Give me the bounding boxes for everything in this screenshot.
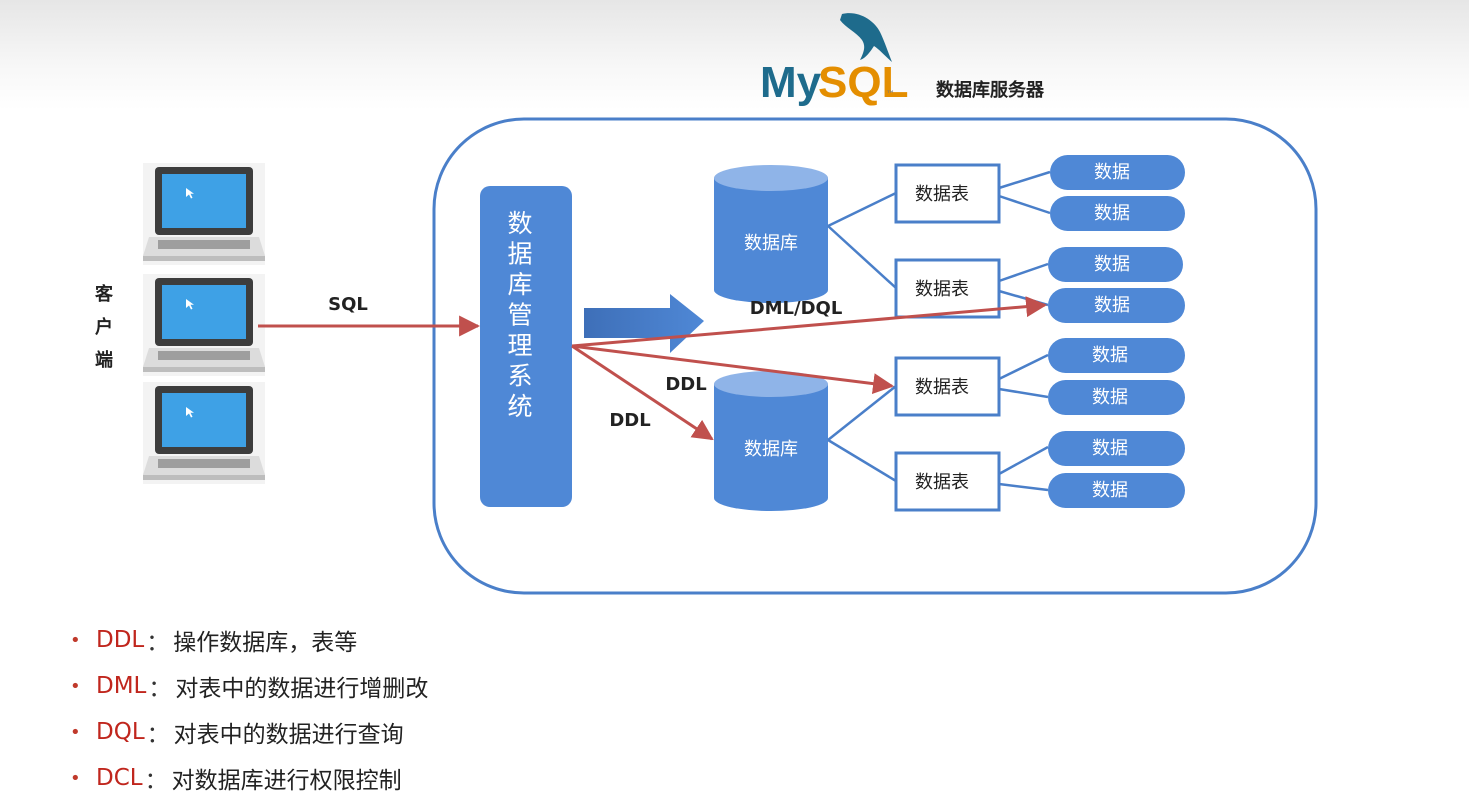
dml-dql-edge-label: DML/DQL bbox=[750, 298, 843, 319]
table-label: 数据表 bbox=[915, 184, 969, 205]
dml-dql-arrow bbox=[571, 296, 1048, 348]
mysql-logo: My SQL ™ bbox=[760, 13, 908, 107]
bullet-icon: • bbox=[70, 675, 81, 697]
vertical-char: 据 bbox=[507, 240, 532, 269]
bullet-icon: • bbox=[70, 721, 81, 743]
cursor-icon bbox=[186, 299, 194, 310]
logo-my: My bbox=[760, 58, 822, 107]
separator: ： bbox=[144, 768, 168, 794]
term: DQL bbox=[96, 719, 145, 745]
description: 对数据库进行权限控制 bbox=[171, 768, 402, 794]
database-cylinder-1: 数据库 bbox=[714, 165, 828, 303]
svg-text:数据: 数据 bbox=[1094, 162, 1130, 183]
sql-category-list: • DDL ： 操作数据库，表等 • DML ： 对表中的数据进行增删改 • D… bbox=[70, 617, 670, 801]
server-label: 数据库服务器 bbox=[936, 79, 1045, 101]
dolphin-icon bbox=[840, 13, 892, 62]
header-background bbox=[0, 0, 1469, 110]
ddl-table-arrow bbox=[571, 344, 895, 395]
description: 对表中的数据进行查询 bbox=[173, 722, 404, 748]
data-pill: 数据 bbox=[1050, 196, 1185, 231]
database-label: 数据库 bbox=[744, 233, 798, 254]
vertical-char: 理 bbox=[507, 331, 532, 360]
table-box-4: 数据表 bbox=[894, 451, 1001, 512]
data-pill: 数据 bbox=[1048, 380, 1185, 415]
data-pill: 数据 bbox=[1048, 473, 1185, 508]
vertical-char: 客 bbox=[95, 283, 114, 305]
term: DML bbox=[96, 673, 147, 699]
table-box-2: 数据表 bbox=[894, 258, 1001, 319]
term: DCL bbox=[96, 765, 143, 791]
description: 对表中的数据进行增删改 bbox=[175, 676, 429, 702]
ddl-database-arrow bbox=[571, 344, 714, 441]
description: 操作数据库，表等 bbox=[173, 630, 358, 656]
server-boundary bbox=[432, 117, 1318, 595]
separator: ： bbox=[146, 722, 170, 748]
table-label: 数据表 bbox=[915, 279, 969, 300]
bullet-icon: • bbox=[70, 629, 81, 651]
term: DDL bbox=[96, 627, 145, 653]
cursor-icon bbox=[186, 188, 194, 199]
data-pill: 数据 bbox=[1048, 247, 1183, 282]
data-pill: 数据 bbox=[1048, 288, 1185, 323]
ddl-database-edge-label: DDL bbox=[609, 410, 650, 431]
logo-sql: SQL bbox=[818, 58, 908, 107]
command-arrows bbox=[571, 296, 1048, 441]
list-item: • DML ： 对表中的数据进行增删改 bbox=[70, 663, 670, 709]
svg-text:数据: 数据 bbox=[1094, 295, 1130, 316]
bullet-icon: • bbox=[70, 767, 81, 789]
client-laptop-3 bbox=[143, 382, 265, 484]
client-laptop-2 bbox=[143, 274, 265, 376]
database-cylinder-2: 数据库 bbox=[714, 371, 828, 511]
data-pill: 数据 bbox=[1050, 155, 1185, 190]
separator: ： bbox=[146, 630, 170, 656]
vertical-char: 系 bbox=[507, 362, 532, 391]
svg-text:数据: 数据 bbox=[1092, 387, 1128, 408]
svg-text:数据: 数据 bbox=[1092, 438, 1128, 459]
vertical-char: 户 bbox=[95, 316, 113, 338]
vertical-char: 管 bbox=[507, 301, 532, 330]
data-pill: 数据 bbox=[1048, 431, 1185, 466]
svg-text:数据: 数据 bbox=[1092, 480, 1128, 501]
vertical-char: 库 bbox=[507, 270, 532, 299]
dbms-label: 数据库管理系统 bbox=[507, 209, 532, 421]
client-label: 客户端 bbox=[95, 283, 114, 371]
list-item: • DQL ： 对表中的数据进行查询 bbox=[70, 709, 670, 755]
svg-text:数据: 数据 bbox=[1094, 203, 1130, 224]
separator: ： bbox=[148, 676, 172, 702]
table-label: 数据表 bbox=[915, 377, 969, 398]
svg-text:数据: 数据 bbox=[1094, 254, 1130, 275]
list-item: • DDL ： 操作数据库，表等 bbox=[70, 617, 670, 663]
vertical-char: 端 bbox=[95, 350, 113, 371]
list-item: • DCL ： 对数据库进行权限控制 bbox=[70, 755, 670, 801]
table-box-1: 数据表 bbox=[894, 163, 1001, 224]
cursor-icon bbox=[186, 407, 194, 418]
logo-tm: ™ bbox=[886, 90, 895, 100]
vertical-char: 统 bbox=[507, 392, 532, 421]
table-label: 数据表 bbox=[915, 472, 969, 493]
table-box-3: 数据表 bbox=[894, 356, 1001, 417]
sql-edge-label: SQL bbox=[328, 294, 368, 315]
vertical-char: 数 bbox=[507, 209, 532, 238]
dbms-box bbox=[480, 186, 572, 507]
ddl-table-edge-label: DDL bbox=[665, 374, 706, 395]
svg-text:数据: 数据 bbox=[1092, 345, 1128, 366]
database-label: 数据库 bbox=[744, 439, 798, 460]
data-pill: 数据 bbox=[1048, 338, 1185, 373]
client-laptop-1 bbox=[143, 163, 265, 265]
